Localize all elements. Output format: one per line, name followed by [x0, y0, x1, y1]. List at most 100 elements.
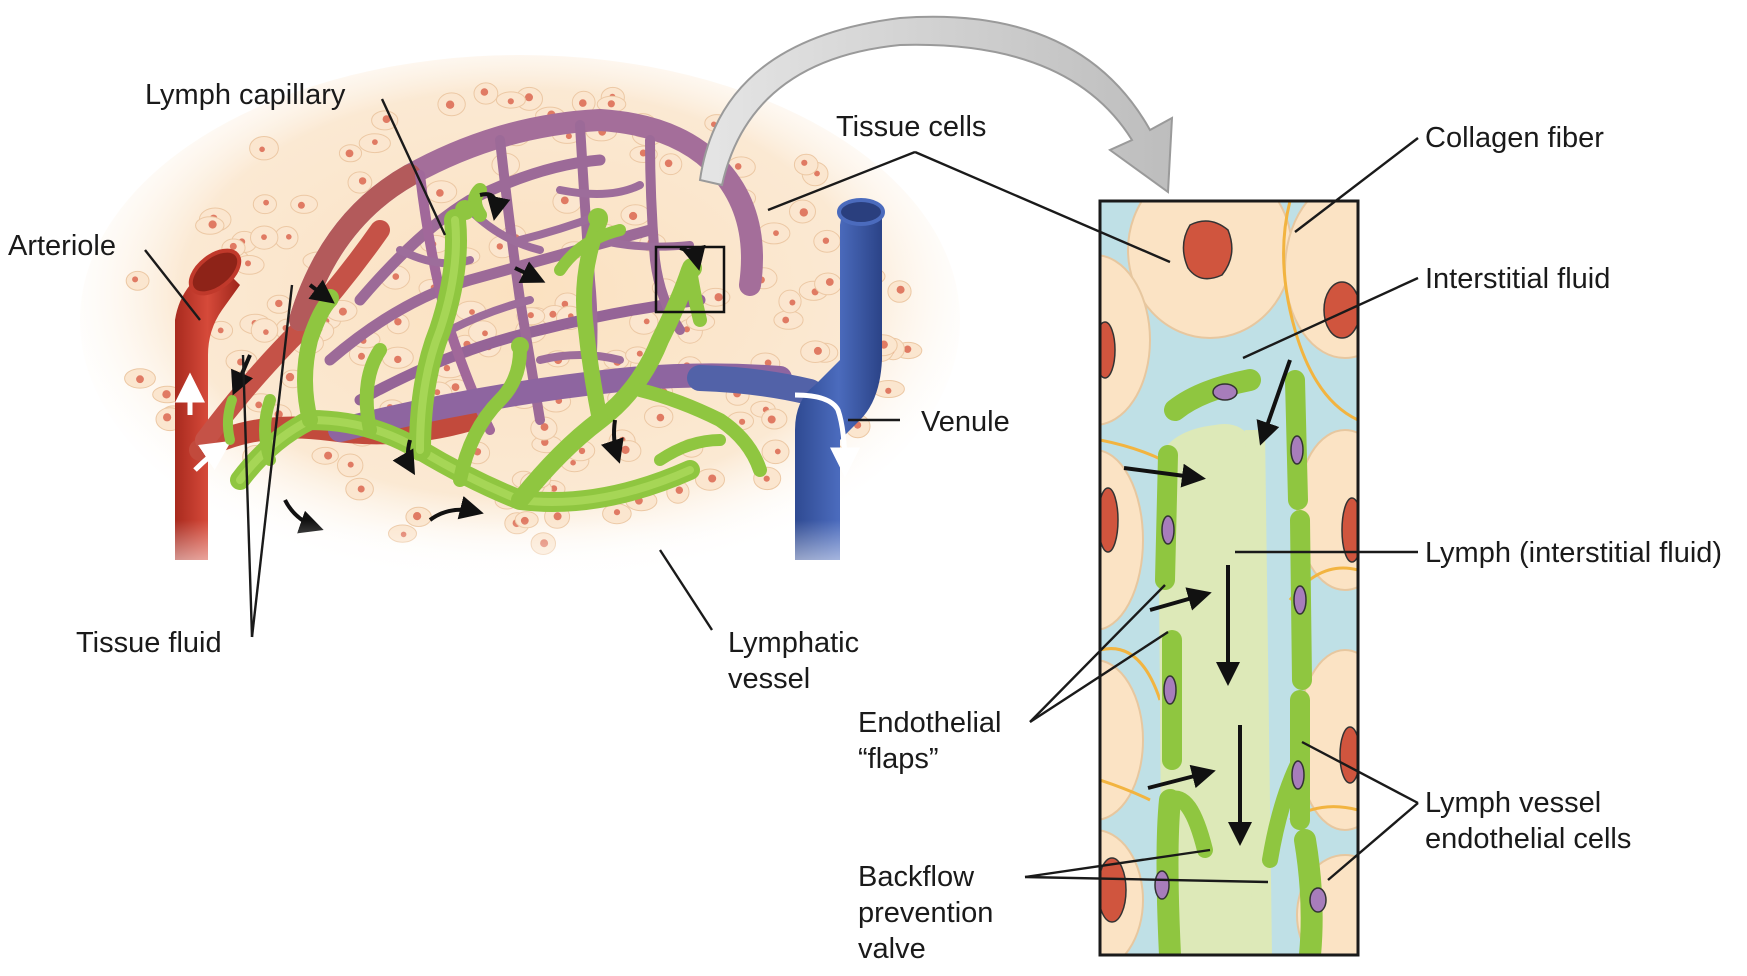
tissue-cells-zoom	[1100, 201, 1358, 955]
tissue-cell-nucleus	[814, 170, 820, 177]
tissue-cell-nucleus	[261, 234, 267, 241]
tissue-cell-nucleus	[469, 309, 475, 315]
tissue-cell-nucleus	[436, 189, 444, 197]
tissue-cell-nucleus	[245, 260, 251, 267]
tissue-cell-nucleus	[714, 293, 723, 302]
tissue-cell-nucleus	[789, 299, 796, 306]
magnify-arrow	[698, 15, 1174, 194]
label-collagen-fiber: Collagen fiber	[1425, 122, 1604, 154]
label-backflow-1: Backflow	[858, 861, 975, 893]
tissue-cell-nucleus	[229, 242, 237, 250]
tissue-cell-nucleus	[451, 383, 460, 391]
label-backflow-2: prevention	[858, 897, 993, 929]
tissue-cell-nucleus	[578, 447, 586, 455]
tissue-cell-nucleus	[275, 299, 283, 308]
tissue-cell-nucleus	[799, 208, 808, 217]
tissue-cell-nucleus	[549, 310, 557, 318]
tissue-cell-nucleus	[482, 330, 488, 337]
tissue-cell-nucleus	[372, 139, 378, 146]
leader-lines	[144, 98, 1419, 884]
zoomed-panel-border	[1098, 199, 1360, 957]
tissue-cell-nucleus	[903, 345, 912, 353]
tissue-cell-nucleus	[525, 93, 533, 102]
tissue-cell-nucleus	[570, 459, 576, 466]
tissue-cell-nucleus	[132, 276, 139, 283]
tissue-cell-nucleus	[782, 316, 790, 324]
tissue-cell-nucleus	[885, 387, 892, 394]
tissue-cell-nucleus	[739, 418, 746, 425]
tissue-cell-nucleus	[540, 423, 549, 431]
tissue-cell-nucleus	[629, 211, 638, 221]
tissue-cell-nucleus	[347, 461, 354, 468]
label-lymph-capillary: Lymph capillary	[145, 79, 346, 111]
tissue-cell-nucleus	[560, 196, 569, 205]
tissue-cell-nucleus	[774, 448, 781, 455]
tissue-cell-nucleus	[773, 230, 779, 237]
tissue-cell-nucleus	[683, 326, 691, 333]
tissue-cell-nucleus	[259, 146, 265, 153]
tissue-cell-nucleus	[636, 350, 643, 357]
tissue-cell-nucleus	[338, 307, 347, 316]
zoom-region-box	[654, 245, 726, 314]
tissue-cell-nucleus	[565, 133, 572, 140]
collagen-fibers	[1100, 201, 1358, 822]
lymph-capillary-network	[222, 183, 767, 512]
tissue-cell-nucleus	[358, 352, 365, 360]
tissue-cell-nucleus	[445, 100, 455, 109]
tissue-bed-illustration	[80, 55, 960, 600]
tissue-cell-nucleus	[358, 177, 367, 185]
tissue-cell-nucleus	[507, 98, 514, 105]
tissue-cell-nucleus	[480, 88, 489, 96]
tissue-cell-nucleus	[162, 390, 171, 399]
tissue-cell-nucleus	[675, 486, 683, 494]
tissue-cell-nucleus	[324, 451, 333, 460]
tissue-cell-nucleus	[801, 159, 808, 166]
tissue-cell-nucleus	[613, 509, 621, 516]
tissue-cell-nucleus	[136, 375, 144, 384]
tissue-cell-nucleus	[764, 359, 772, 367]
tissue-cell-nucleus	[208, 220, 217, 229]
tissue-cell-nucleus	[813, 346, 822, 355]
label-lymphatic-vessel-2: vessel	[728, 663, 810, 695]
tissue-cell-nucleus	[763, 475, 770, 482]
venule	[794, 198, 885, 560]
tissue-cell-nucleus	[392, 273, 400, 280]
tissue-cell-nucleus	[434, 389, 441, 396]
tissue-cell-nucleus	[394, 318, 402, 326]
tissue-cell-nucleus	[822, 237, 830, 244]
tissue-cell-nucleus	[285, 372, 295, 382]
tissue-cell-nucleus	[621, 445, 630, 454]
label-venule: Venule	[921, 406, 1010, 438]
label-lymph-vessel-endothelial-1: Lymph vessel	[1425, 787, 1601, 819]
tissue-cell-nucleus	[825, 278, 834, 286]
tissue-cell-nucleus	[263, 329, 269, 335]
bottom-fade	[140, 520, 960, 600]
tissue-cell-nucleus	[664, 159, 673, 168]
label-interstitial-fluid: Interstitial fluid	[1425, 263, 1610, 295]
zoomed-flow-arrows	[1123, 359, 1292, 846]
label-lymph-vessel-endothelial-2: endothelial cells	[1425, 823, 1631, 855]
tissue-cell-nucleus	[163, 413, 172, 422]
label-lymph-interstitial-fluid: Lymph (interstitial fluid)	[1425, 537, 1722, 569]
tissue-cell-nucleus	[561, 300, 569, 308]
tissue-cell-nucleus	[286, 234, 292, 240]
tissue-cell-nucleus	[527, 312, 534, 319]
tissue-cell-nucleus	[394, 355, 402, 364]
flow-arrows	[231, 192, 706, 534]
tissue-cell-nucleus	[579, 99, 587, 107]
zoomed-lymph-capillary-panel	[1098, 199, 1360, 957]
tissue-cell-nucleus	[896, 285, 905, 294]
tissue-cell-nucleus	[496, 243, 503, 250]
tissue-cell-nucleus	[643, 318, 650, 325]
tissue-cell-nucleus	[550, 485, 558, 492]
tissue-cell-nucleus	[255, 401, 263, 409]
label-arteriole: Arteriole	[8, 230, 116, 262]
label-endothelial-flaps-1: Endothelial	[858, 707, 1002, 739]
tissue-cell-nucleus	[708, 474, 717, 483]
labels: Lymph capillary Arteriole Tissue fluid T…	[8, 79, 1722, 965]
tissue-cell-nucleus	[607, 100, 615, 108]
tissue-cell-nucleus	[382, 115, 391, 123]
tissue-cell-nucleus	[263, 199, 269, 206]
lymph-vessel-zoom	[1154, 369, 1327, 955]
